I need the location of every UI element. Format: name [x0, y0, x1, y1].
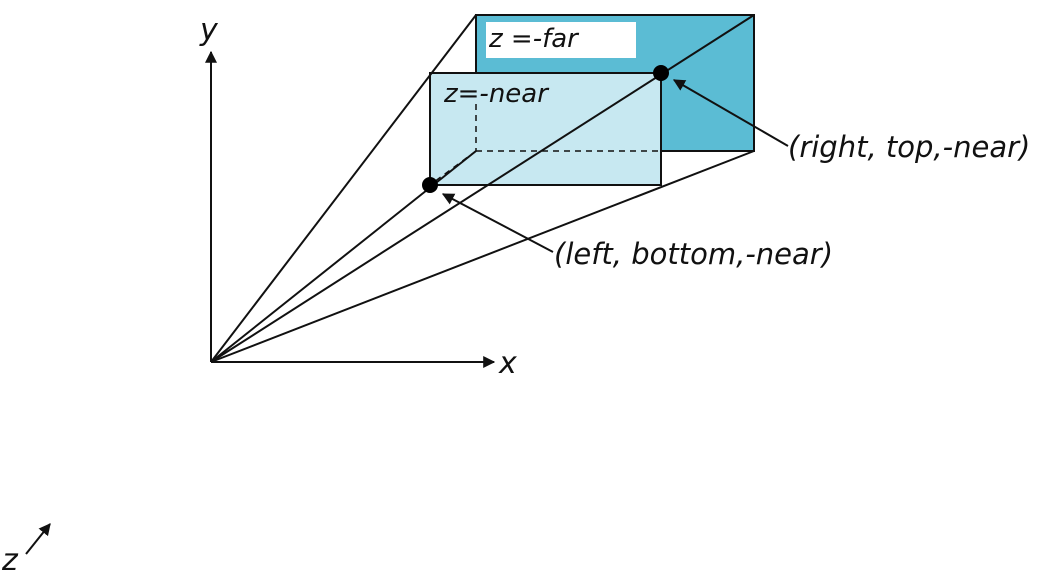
frustum-edge-bottom-right [210, 150, 755, 363]
z-axis-label: z [1, 543, 19, 578]
callout-arrow-top-right [672, 79, 789, 147]
far-plane-label: z =-far [488, 24, 580, 54]
y-axis-label: y [199, 13, 219, 48]
hidden-edge-diagonal [429, 150, 477, 186]
x-axis-label: x [498, 346, 517, 381]
callout-arrow-bottom-left [441, 193, 554, 253]
point-top-right-label: (right, top,-near) [788, 130, 1030, 164]
point-bottom-left [422, 177, 438, 193]
frustum-edge-top-left [210, 14, 477, 363]
point-bottom-left-label: (left, bottom,-near) [554, 237, 833, 271]
near-plane-label: z=-near [443, 79, 550, 109]
point-top-right [653, 65, 669, 81]
z-axis-indicator [25, 523, 51, 555]
far-plane-label-box [486, 22, 636, 58]
near-plane [429, 72, 662, 186]
